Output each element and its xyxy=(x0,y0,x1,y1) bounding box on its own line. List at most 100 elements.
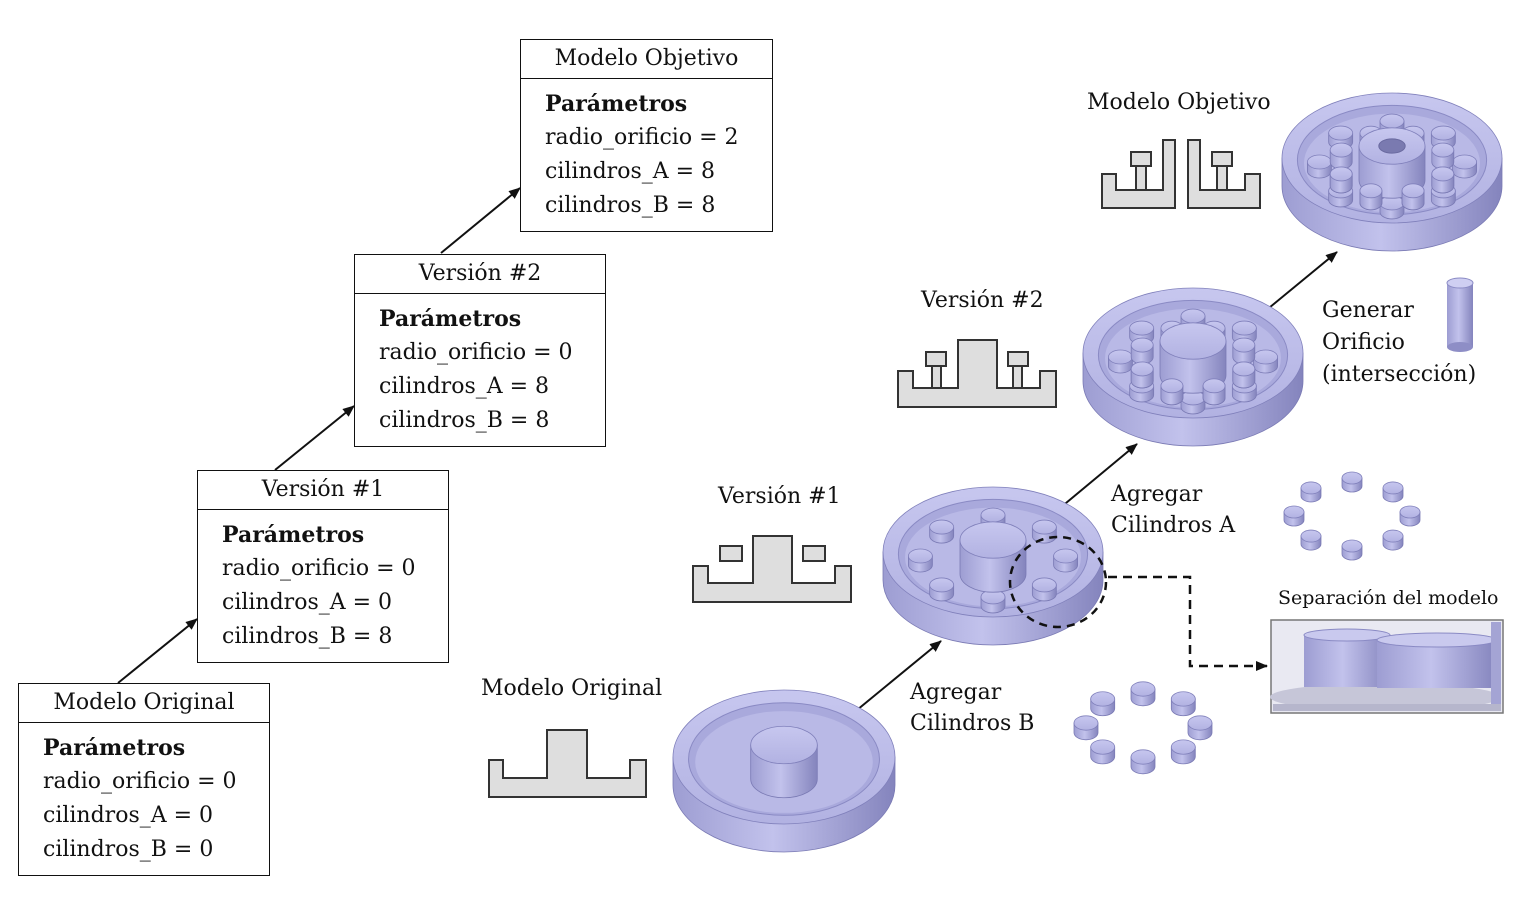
label-step-hole-line2: Orificio xyxy=(1322,330,1405,355)
arrow-original-to-v1 xyxy=(117,618,198,684)
loose-cylinders-b-item xyxy=(1073,715,1099,741)
box-v1-param-b: cilindros_B = 8 xyxy=(222,624,393,649)
box-v1-param-a: cilindros_A = 0 xyxy=(222,590,393,615)
box-v2-param-radio: radio_orificio = 0 xyxy=(379,340,573,365)
zoom-connector xyxy=(1108,575,1268,671)
model-v1-cyl-b xyxy=(929,577,955,602)
loose-cylinders-b-item xyxy=(1130,681,1156,707)
box-target-param-b: cilindros_B = 8 xyxy=(545,193,716,218)
model-original-boss xyxy=(750,725,818,799)
model-v2-cyl-a xyxy=(1130,337,1154,365)
box-target-param-radio: radio_orificio = 2 xyxy=(545,125,739,150)
label-step-hole-line3: (intersección) xyxy=(1322,362,1477,387)
loose-cylinders-a-item xyxy=(1341,471,1363,493)
model-v1-cyl-b xyxy=(929,519,955,544)
separation-inset xyxy=(1270,619,1504,714)
section-original xyxy=(488,729,647,798)
loose-cylinders-a-item xyxy=(1382,529,1404,551)
label-modelo-objetivo: Modelo Objetivo xyxy=(1087,90,1271,115)
box-original: Modelo Original Parámetros radio_orifici… xyxy=(18,683,270,876)
box-v1-section: Parámetros xyxy=(222,522,365,548)
box-v2-param-a: cilindros_A = 8 xyxy=(379,374,550,399)
hole-cylinder xyxy=(1446,277,1474,352)
model-target-cyl-b xyxy=(1379,195,1405,220)
model-v1 xyxy=(882,486,1104,646)
box-v2-param-b: cilindros_B = 8 xyxy=(379,408,550,433)
label-version-1: Versión #1 xyxy=(718,484,841,509)
model-target-cyl-a-front xyxy=(1401,183,1425,211)
loose-cylinders-b-item xyxy=(1090,739,1116,765)
model-v2-cyl-a-front xyxy=(1160,378,1184,406)
model-target-cyl-a-front xyxy=(1329,166,1353,194)
model-v2-cyl-b xyxy=(1180,390,1206,415)
model-target-cyl-a-front xyxy=(1431,166,1455,194)
model-v1-cyl-b xyxy=(1031,577,1057,602)
box-target: Modelo Objetivo Parámetros radio_orifici… xyxy=(520,39,773,232)
box-original-param-radio: radio_orificio = 0 xyxy=(43,769,237,794)
box-original-section: Parámetros xyxy=(43,735,186,761)
arrow-v2-to-target xyxy=(440,187,521,254)
section-v2 xyxy=(897,339,1057,408)
model-v1-cyl-b xyxy=(1031,519,1057,544)
box-target-title: Modelo Objetivo xyxy=(521,40,772,79)
label-version-2: Versión #2 xyxy=(921,288,1044,313)
loose-cylinders-a-item xyxy=(1300,529,1322,551)
box-v1-param-radio: radio_orificio = 0 xyxy=(222,556,416,581)
label-step-b-line2: Cilindros B xyxy=(910,711,1035,736)
box-target-section: Parámetros xyxy=(545,91,688,117)
model-v1-cyl-b xyxy=(908,548,933,573)
loose-cylinders-a-item xyxy=(1382,481,1404,503)
box-v1-title: Versión #1 xyxy=(198,471,448,510)
loose-cylinders-b-item xyxy=(1187,715,1213,741)
label-step-b-line1: Agregar xyxy=(910,680,1002,705)
model-target-cyl-b xyxy=(1328,183,1354,208)
loose-cylinders-a-item xyxy=(1300,481,1322,503)
model-v2-cyl-b xyxy=(1108,349,1133,374)
box-v1: Versión #1 Parámetros radio_orificio = 0… xyxy=(197,470,449,663)
loose-cylinders-a-item xyxy=(1283,505,1305,527)
model-v1-cyl-b xyxy=(980,589,1006,614)
box-original-param-a: cilindros_A = 0 xyxy=(43,803,214,828)
loose-cylinders-a xyxy=(1283,471,1421,561)
model-original xyxy=(672,689,896,853)
model-target-cyl-b xyxy=(1307,154,1332,179)
loose-cylinders-b-item xyxy=(1170,691,1196,717)
model-target-cyl-b xyxy=(1452,154,1477,179)
label-separacion: Separación del modelo xyxy=(1278,587,1499,609)
loose-cylinders-a-item xyxy=(1341,539,1363,561)
model-v2-cyl-a-front xyxy=(1232,361,1256,389)
model-v1-boss xyxy=(959,521,1027,593)
zoom-circle xyxy=(1008,535,1108,629)
label-step-a-line1: Agregar xyxy=(1111,482,1203,507)
label-modelo-original: Modelo Original xyxy=(481,676,663,701)
section-target xyxy=(1101,139,1261,209)
arrow-model-v2-to-target xyxy=(1257,251,1338,318)
model-target-cyl-a-front xyxy=(1359,183,1383,211)
model-target-cyl-a xyxy=(1431,142,1455,170)
model-v2-cyl-a xyxy=(1232,337,1256,365)
model-v2-cyl-a-front xyxy=(1202,378,1226,406)
model-v2-cyl-b xyxy=(1253,349,1278,374)
model-v1-cyl-b xyxy=(1053,548,1078,573)
box-v2-title: Versión #2 xyxy=(355,255,605,294)
model-v2-cyl-a-front xyxy=(1130,361,1154,389)
loose-cylinders-a-item xyxy=(1399,505,1421,527)
arrow-v1-to-v2 xyxy=(274,405,355,471)
arrow-model-original-to-v1 xyxy=(856,640,942,711)
model-target xyxy=(1281,92,1503,252)
label-step-hole-line1: Generar xyxy=(1322,298,1414,323)
box-original-param-b: cilindros_B = 0 xyxy=(43,837,214,862)
loose-cylinders-b-item xyxy=(1170,739,1196,765)
box-v2-section: Parámetros xyxy=(379,306,522,332)
box-target-param-a: cilindros_A = 8 xyxy=(545,159,716,184)
model-v2 xyxy=(1082,287,1304,447)
label-step-a-line2: Cilindros A xyxy=(1111,513,1236,538)
arrow-model-v1-to-v2 xyxy=(1059,443,1138,509)
model-target-cyl-a xyxy=(1329,142,1353,170)
section-v1 xyxy=(692,535,852,603)
loose-cylinders-b-item xyxy=(1090,691,1116,717)
loose-cylinders-b xyxy=(1073,681,1213,775)
loose-cylinders-b-item xyxy=(1130,749,1156,775)
box-original-title: Modelo Original xyxy=(19,684,269,723)
